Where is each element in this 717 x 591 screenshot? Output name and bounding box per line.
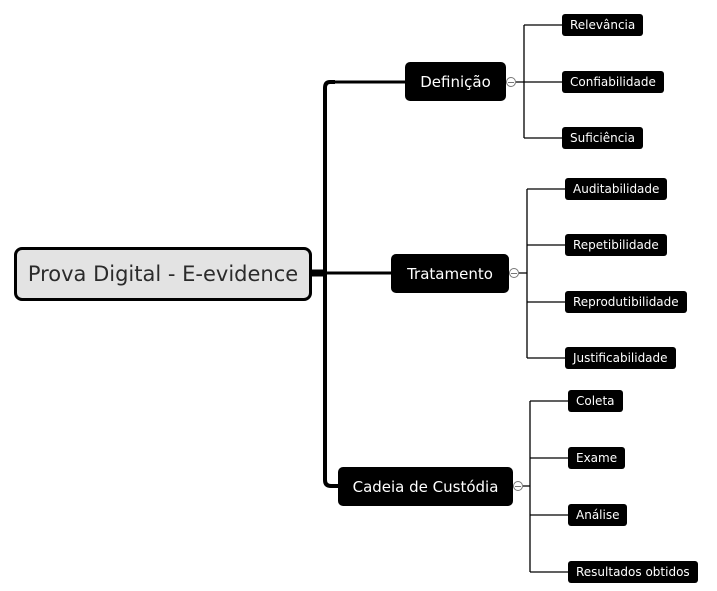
leaf-node-repetibilidade[interactable]: Repetibilidade bbox=[565, 234, 667, 256]
leaf-label: Auditabilidade bbox=[573, 182, 660, 196]
leaf-label: Justificabilidade bbox=[573, 351, 668, 365]
leaf-label: Repetibilidade bbox=[573, 238, 659, 252]
leaf-label: Exame bbox=[576, 451, 618, 465]
branch-label: Tratamento bbox=[407, 264, 493, 283]
leaf-node-confiabilidade[interactable]: Confiabilidade bbox=[562, 71, 664, 93]
trunk-vertical bbox=[323, 80, 338, 488]
tratamento-connector bbox=[519, 188, 565, 359]
collapse-toggle-icon[interactable] bbox=[513, 481, 523, 491]
leaf-label: Coleta bbox=[576, 394, 615, 408]
leaf-node-suficiencia[interactable]: Suficiência bbox=[562, 127, 643, 149]
leaf-node-justificabilidade[interactable]: Justificabilidade bbox=[565, 347, 676, 369]
root-label: Prova Digital - E-evidence bbox=[27, 262, 299, 286]
branch-node-cadeia-de-custodia[interactable]: Cadeia de Custódia bbox=[338, 467, 513, 506]
collapse-toggle-icon[interactable] bbox=[506, 77, 516, 87]
leaf-label: Confiabilidade bbox=[570, 75, 656, 89]
branch-label: Cadeia de Custódia bbox=[352, 477, 499, 496]
leaf-label: Resultados obtidos bbox=[576, 565, 690, 579]
collapse-toggle-icon[interactable] bbox=[509, 268, 519, 278]
leaf-label: Reprodutibilidade bbox=[573, 295, 679, 309]
leaf-label: Análise bbox=[576, 508, 620, 522]
branch-node-tratamento[interactable]: Tratamento bbox=[391, 254, 509, 293]
cadeia-connector bbox=[523, 400, 568, 573]
leaf-node-resultados-obtidos[interactable]: Resultados obtidos bbox=[568, 561, 698, 583]
branch-node-definicao[interactable]: Definição bbox=[405, 62, 506, 101]
leaf-node-relevancia[interactable]: Relevância bbox=[562, 14, 644, 36]
leaf-label: Relevância bbox=[570, 18, 636, 32]
leaf-node-auditabilidade[interactable]: Auditabilidade bbox=[565, 178, 668, 200]
leaf-node-coleta[interactable]: Coleta bbox=[568, 390, 623, 412]
leaf-label: Suficiência bbox=[570, 131, 635, 145]
definicao-connector bbox=[516, 24, 562, 139]
root-node[interactable]: Prova Digital - E-evidence bbox=[14, 247, 312, 301]
branch-label: Definição bbox=[420, 72, 491, 91]
leaf-node-analise[interactable]: Análise bbox=[568, 504, 628, 526]
leaf-node-exame[interactable]: Exame bbox=[568, 447, 626, 469]
leaf-node-reprodutibilidade[interactable]: Reprodutibilidade bbox=[565, 291, 687, 313]
